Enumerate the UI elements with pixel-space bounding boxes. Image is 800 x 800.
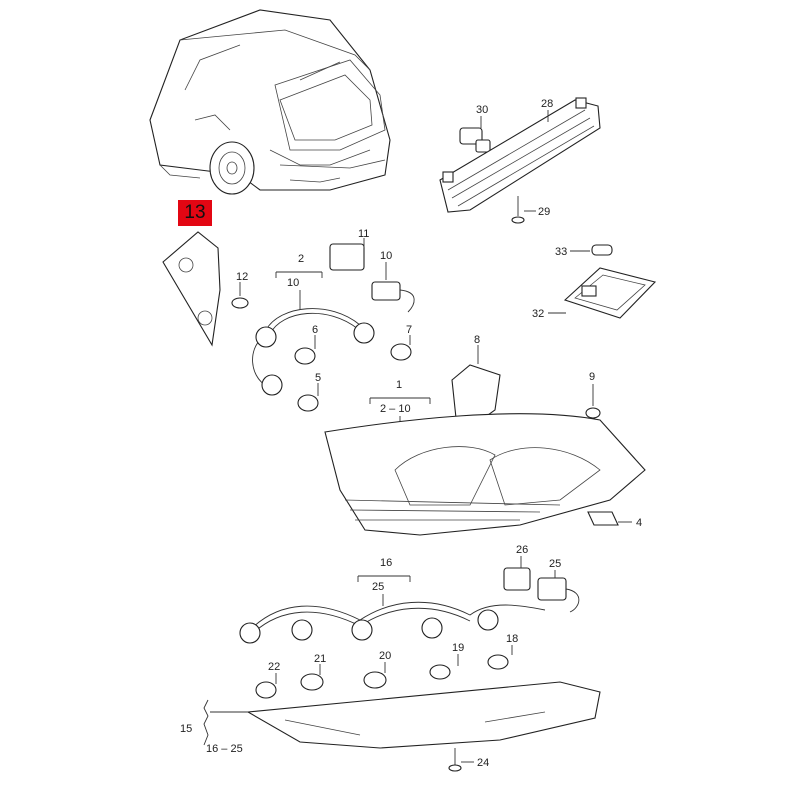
part-5-bulb: 5 xyxy=(297,372,321,412)
label-25: 25 xyxy=(549,558,561,570)
lower-wiring-harness xyxy=(239,601,546,644)
part-18-bulb: 18 xyxy=(487,633,518,670)
label-19: 19 xyxy=(452,642,464,654)
label-20: 20 xyxy=(379,650,391,662)
label-10: 10 xyxy=(380,250,392,262)
part-15-lower-lamp: 15 16 – 25 xyxy=(180,681,601,755)
label-2: 2 xyxy=(298,253,304,265)
part-30-socket: 30 xyxy=(459,104,491,153)
highlight-badge-13: 13 xyxy=(178,200,212,226)
label-32: 32 xyxy=(532,308,544,320)
label-7: 7 xyxy=(406,324,412,336)
label-30: 30 xyxy=(476,104,488,116)
label-9: 9 xyxy=(589,371,595,383)
part-7-bulb: 7 xyxy=(390,324,412,361)
label-16-25: 16 – 25 xyxy=(206,743,243,755)
part-9-grommet: 9 xyxy=(585,371,601,419)
part-21-bulb: 21 xyxy=(300,653,326,691)
label-26: 26 xyxy=(516,544,528,556)
part-13-cover xyxy=(162,231,221,347)
part-24-screw: 24 xyxy=(448,748,489,772)
label-1: 1 xyxy=(396,379,402,391)
group-2-bracket: 2 10 xyxy=(275,253,323,310)
part-28-third-brake-light: 28 xyxy=(439,97,601,213)
label-16: 16 xyxy=(380,557,392,569)
label-15: 15 xyxy=(180,723,192,735)
label-6: 6 xyxy=(312,324,318,336)
label-8: 8 xyxy=(474,334,480,346)
label-28: 28 xyxy=(541,98,553,110)
part-4-seal-pad: 4 xyxy=(587,511,642,529)
vehicle-rear-illustration xyxy=(149,9,391,195)
label-10-group: 10 xyxy=(287,277,299,289)
part-20-bulb: 20 xyxy=(363,650,391,689)
part-25-connector: 25 xyxy=(537,558,580,613)
upper-wiring-harness xyxy=(252,308,375,396)
label-2-10: 2 – 10 xyxy=(380,403,411,415)
label-11: 11 xyxy=(358,228,369,240)
part-32-license-plate-light: 32 xyxy=(532,267,657,320)
part-19-bulb: 19 xyxy=(429,642,464,680)
part-10-wiring-connector: 10 xyxy=(371,250,415,313)
part-26-connector: 26 xyxy=(503,544,531,591)
label-25-group: 25 xyxy=(372,581,384,593)
label-29: 29 xyxy=(538,206,550,218)
part-29-screw: 29 xyxy=(511,196,550,224)
part-1-tail-light: 1 2 – 10 xyxy=(324,379,646,536)
part-12-clip: 12 xyxy=(231,271,249,309)
part-22-bulb: 22 xyxy=(255,661,280,699)
label-4: 4 xyxy=(636,517,642,529)
part-6-bulb: 6 xyxy=(294,324,318,365)
label-33: 33 xyxy=(555,246,567,258)
label-18: 18 xyxy=(506,633,518,645)
label-5: 5 xyxy=(315,372,321,384)
group-16-bracket: 16 25 xyxy=(357,557,411,606)
label-12: 12 xyxy=(236,271,248,283)
part-11-connector: 11 xyxy=(329,228,369,271)
label-24: 24 xyxy=(477,757,489,769)
part-33-festoon-bulb: 33 xyxy=(555,244,613,258)
label-21: 21 xyxy=(314,653,326,665)
label-22: 22 xyxy=(268,661,280,673)
